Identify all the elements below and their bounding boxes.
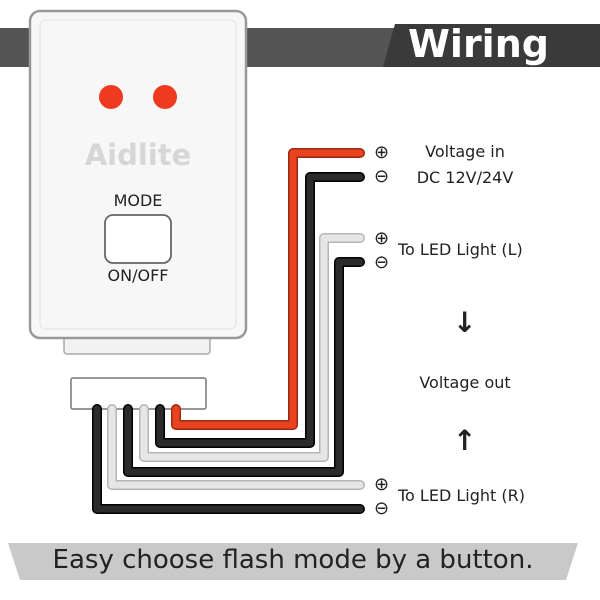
mode-label: MODE <box>113 191 163 210</box>
plus-symbol-power: ⊕ <box>374 142 390 163</box>
wire-black-led-l-minus <box>124 258 364 476</box>
wire-black-led-r-minus <box>93 405 364 513</box>
plus-symbol-led-r: ⊕ <box>374 474 390 495</box>
wire-white-led-r-plus <box>108 405 364 489</box>
wire-connector-block <box>70 377 207 410</box>
page-title: Wiring <box>408 22 549 66</box>
arrow-down-icon: ↓ <box>453 306 477 339</box>
wire-red-power-plus <box>172 149 364 429</box>
onoff-label: ON/OFF <box>107 266 169 285</box>
controller-body <box>28 9 248 340</box>
led-right-label: To LED Light (R) <box>398 486 525 505</box>
minus-symbol-power: ⊖ <box>374 166 390 187</box>
minus-symbol-led-l: ⊖ <box>374 252 390 273</box>
voltage-in-spec: DC 12V/24V <box>416 168 514 187</box>
plus-symbol-led-l: ⊕ <box>374 228 390 249</box>
mode-button[interactable] <box>104 214 172 264</box>
voltage-in-label: Voltage in <box>425 142 505 161</box>
indicator-led-left <box>99 85 123 109</box>
header-banner-dark <box>383 24 600 67</box>
wire-black-power-minus <box>156 173 364 447</box>
indicator-led-right <box>153 85 177 109</box>
voltage-out-label: Voltage out <box>419 373 511 392</box>
controller-inner-edge <box>39 19 237 330</box>
footer-caption: Easy choose flash mode by a button. <box>52 545 534 575</box>
wire-white-led-l-plus <box>140 234 364 461</box>
arrow-up-icon: ↑ <box>453 424 477 457</box>
minus-symbol-led-r: ⊖ <box>374 498 390 519</box>
led-left-label: To LED Light (L) <box>398 240 523 259</box>
footer-banner <box>8 543 578 580</box>
brand-logo-text: Aidlite <box>84 138 192 172</box>
